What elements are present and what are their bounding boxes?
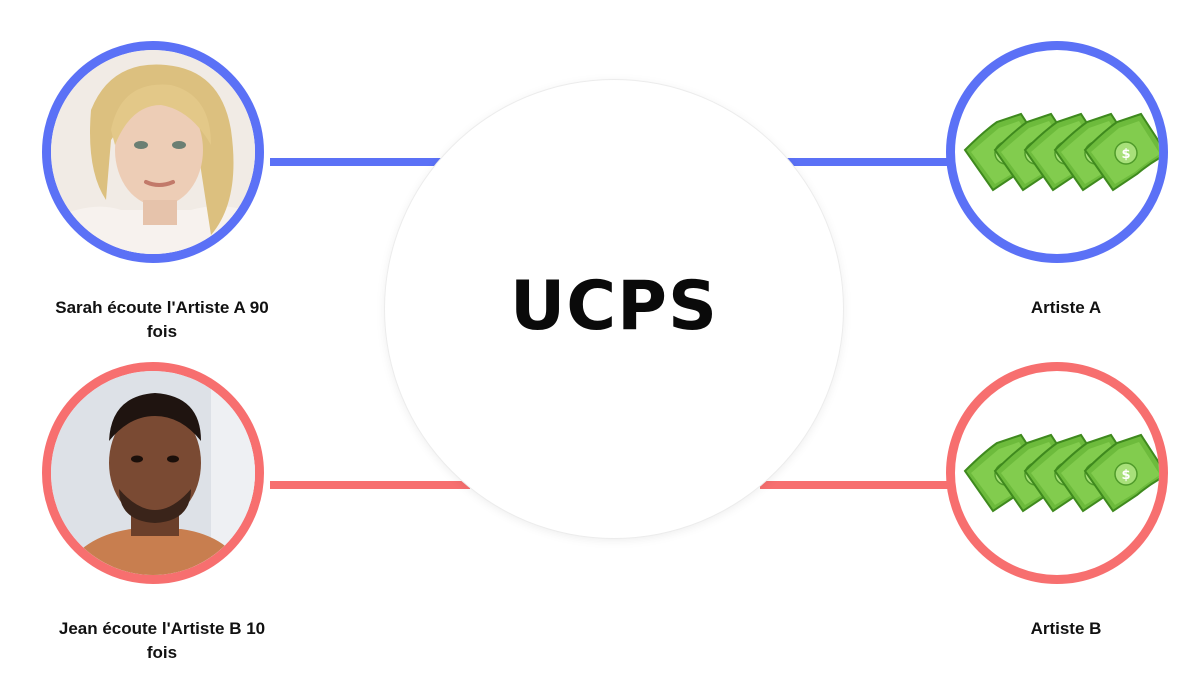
listener-jean-label: Jean écoute l'Artiste B 10 fois	[58, 619, 266, 662]
woman-portrait-photo	[51, 50, 255, 254]
artist-b-payout-circle	[946, 362, 1168, 584]
center-title: UCPS	[510, 267, 718, 346]
listener-jean-avatar	[42, 362, 264, 584]
man-portrait-photo	[51, 371, 255, 575]
connector-ucps-artist-a	[780, 158, 960, 166]
money-bills-icon	[964, 434, 1159, 512]
artist-b-label: Artiste B	[1030, 619, 1102, 638]
ucps-center-circle: UCPS	[385, 80, 843, 538]
listener-sarah-avatar	[42, 41, 264, 263]
connector-sarah-ucps	[270, 158, 450, 166]
connector-jean-ucps	[270, 481, 470, 489]
money-bills-icon	[964, 113, 1159, 191]
listener-sarah-label: Sarah écoute l'Artiste A 90 fois	[55, 298, 269, 341]
connector-ucps-artist-b	[760, 481, 960, 489]
artist-a-payout-circle	[946, 41, 1168, 263]
artist-a-label: Artiste A	[1030, 298, 1102, 317]
